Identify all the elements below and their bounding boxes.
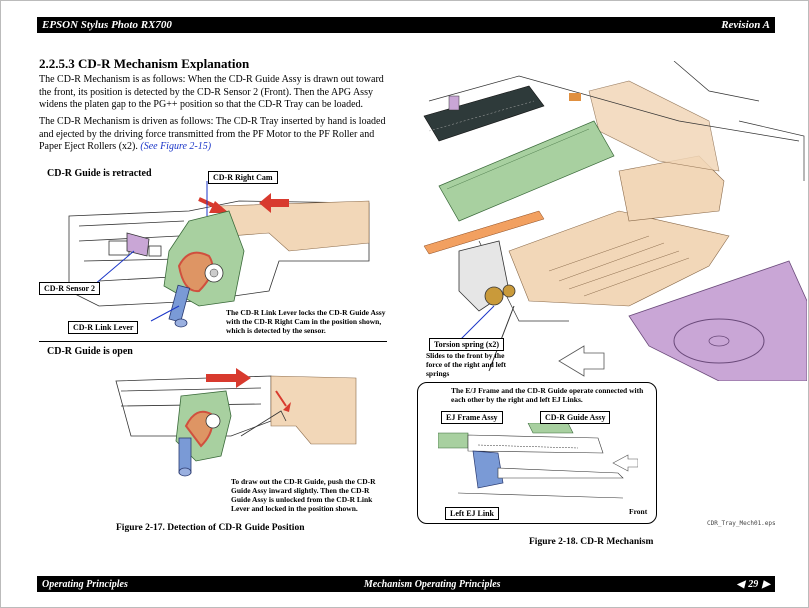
note-slides: Slides to the front by the force of the … <box>426 351 507 378</box>
page-header: EPSON Stylus Photo RX700 Revision A <box>37 17 775 33</box>
header-revision: Revision A <box>721 19 770 31</box>
label-guide-assy: CD-R Guide Assy <box>540 411 611 424</box>
detail-drawing <box>438 423 638 499</box>
footer-chapter: Operating Principles <box>42 578 128 590</box>
open-diagram <box>115 368 357 477</box>
small-arrow-icon <box>283 402 291 412</box>
label-link-lever: CD-R Link Lever <box>68 321 139 334</box>
push-arrow-left-icon <box>209 201 229 213</box>
detail-inset: The E/J Frame and the CD-R Guide operate… <box>417 382 657 524</box>
figure-reference-link[interactable]: (See Figure 2-15) <box>140 141 212 152</box>
label-front: Front <box>629 507 648 516</box>
paragraph-2: The CD-R Mechanism is driven as follows:… <box>39 116 395 154</box>
label-right-cam: CD-R Right Cam <box>208 171 278 184</box>
label-ej-frame: EJ Frame Assy <box>441 411 503 424</box>
header-product: EPSON Stylus Photo RX700 <box>42 19 172 31</box>
page-footer: Operating Principles Mechanism Operating… <box>37 576 775 592</box>
direction-arrow-icon <box>558 345 605 377</box>
next-page-icon[interactable]: ▶ <box>762 578 770 590</box>
footer-section: Mechanism Operating Principles <box>363 578 501 590</box>
front-arrow-icon <box>612 454 638 472</box>
figure-18-caption: Figure 2-18. CD-R Mechanism <box>529 537 654 547</box>
label-torsion-spring: Torsion spring (x2) <box>429 338 505 351</box>
note-lock: The CD-R Link Lever locks the CD-R Guide… <box>226 308 386 335</box>
retracted-diagram <box>39 181 399 336</box>
push-arrow-right-icon <box>259 193 271 213</box>
paragraph-1: The CD-R Mechanism is as follows: When t… <box>39 74 384 110</box>
figure-17-caption: Figure 2-17. Detection of CD-R Guide Pos… <box>116 523 305 533</box>
pull-arrow-icon <box>236 368 251 388</box>
page-nav: ◀ 29 ▶ <box>737 579 770 590</box>
section-title: 2.2.5.3 CD-R Mechanism Explanation <box>39 56 250 71</box>
page-number: 29 <box>748 578 759 590</box>
label-sensor2: CD-R Sensor 2 <box>39 282 100 295</box>
cdr-mechanism-diagram <box>423 61 807 381</box>
file-tag: CDR_Tray_Mech01.eps <box>707 520 776 527</box>
note-draw: To draw out the CD-R Guide, push the CD-… <box>231 477 376 513</box>
note-frame: The E/J Frame and the CD-R Guide operate… <box>451 386 644 404</box>
open-title: CD-R Guide is open <box>47 346 133 357</box>
retracted-title: CD-R Guide is retracted <box>47 168 152 179</box>
label-left-ej-link: Left EJ Link <box>445 507 500 520</box>
prev-page-icon[interactable]: ◀ <box>736 578 745 590</box>
divider <box>39 341 387 342</box>
paragraph-2-text: The CD-R Mechanism is driven as follows:… <box>39 116 386 152</box>
